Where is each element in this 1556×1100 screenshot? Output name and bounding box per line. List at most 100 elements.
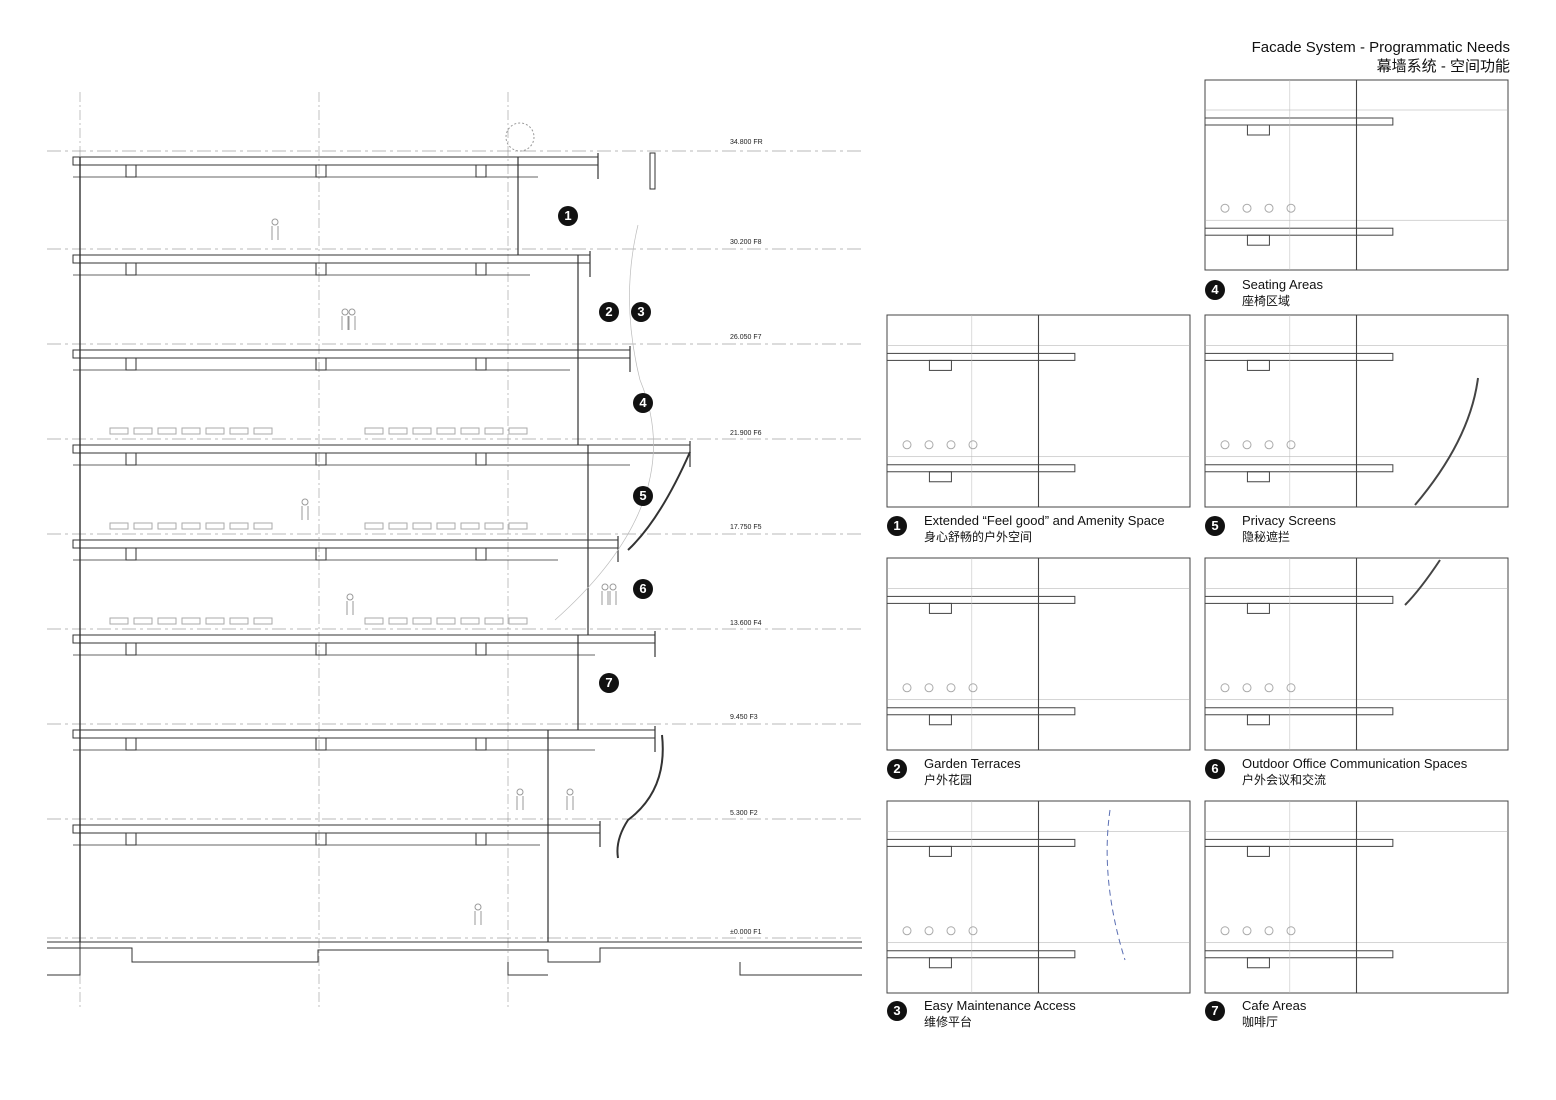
floor-slab: [72, 539, 619, 549]
roof-tree: [505, 122, 535, 152]
detail-chair: [1286, 440, 1296, 450]
detail-chair: [1264, 683, 1274, 693]
desk-chair: [229, 522, 249, 530]
person-figure: [346, 593, 354, 601]
detail-beam: [1246, 124, 1270, 136]
person-figure: [516, 796, 524, 810]
person-figure: [566, 796, 574, 810]
desk-chair: [436, 427, 456, 435]
caption-number: 4: [1205, 280, 1225, 300]
floor-slab: [72, 634, 656, 644]
desk-chair: [364, 522, 384, 530]
beam: [125, 262, 137, 276]
level-label: 21.900 F6: [730, 430, 762, 437]
detail-beam: [928, 359, 952, 371]
detail-slab: [886, 464, 1076, 473]
caption-english: Seating Areas: [1242, 277, 1323, 292]
detail-slab: [1204, 352, 1394, 361]
person-figure: [348, 308, 356, 316]
person-figure: [516, 788, 524, 796]
level-label: ±0.000 F1: [730, 929, 762, 936]
desk-chair: [109, 617, 129, 625]
detail-chair: [924, 926, 934, 936]
desk-chair: [133, 522, 153, 530]
beam: [125, 164, 137, 178]
desk-chair: [229, 427, 249, 435]
beam: [315, 357, 327, 371]
desk-chair: [388, 522, 408, 530]
caption-english: Privacy Screens: [1242, 513, 1336, 528]
caption-number: 3: [887, 1001, 907, 1021]
level-label: 26.050 F7: [730, 334, 762, 341]
detail-slab: [1204, 595, 1394, 604]
section-marker-2: 2: [599, 302, 619, 322]
floor-slab: [72, 156, 599, 166]
detail-chair: [1220, 926, 1230, 936]
section-marker-6: 6: [633, 579, 653, 599]
person-figure: [348, 316, 356, 330]
privacy-screen: [627, 451, 691, 551]
detail-slab: [886, 595, 1076, 604]
beam: [475, 832, 487, 846]
building-section: [47, 92, 862, 1010]
floor-slab: [72, 824, 601, 834]
detail-chair: [1220, 683, 1230, 693]
beam: [315, 737, 327, 751]
desk-chair: [253, 522, 273, 530]
floor-slab: [72, 729, 656, 739]
desk-chair: [133, 427, 153, 435]
person-figure: [301, 506, 309, 520]
detail-chair: [1286, 926, 1296, 936]
ground-slab: [47, 941, 862, 963]
desk-chair: [388, 427, 408, 435]
beam: [475, 642, 487, 656]
desk-chair: [253, 617, 273, 625]
detail-beam: [1246, 234, 1270, 246]
detail-beam: [1246, 714, 1270, 726]
detail-chair: [968, 683, 978, 693]
desk-chair: [364, 617, 384, 625]
detail-slab: [886, 838, 1076, 847]
detail-chair: [1242, 926, 1252, 936]
section-marker-5: 5: [633, 486, 653, 506]
detail-chair: [1286, 683, 1296, 693]
detail-chair: [968, 440, 978, 450]
detail-slab: [1204, 464, 1394, 473]
beam: [475, 452, 487, 466]
foundation: [47, 942, 862, 976]
desk-chair: [157, 427, 177, 435]
curved-screen: [616, 734, 664, 859]
caption-chinese: 隐秘遮拦: [1242, 530, 1291, 544]
caption-english: Easy Maintenance Access: [924, 998, 1076, 1013]
caption-number: 2: [887, 759, 907, 779]
person-figure: [609, 583, 617, 591]
desk-chair: [508, 617, 528, 625]
desk-chair: [412, 522, 432, 530]
title-english: Facade System - Programmatic Needs: [1251, 39, 1510, 56]
level-label: 9.450 F3: [730, 714, 758, 721]
detail-access-path: [1106, 809, 1126, 961]
facade-guide-curve: [554, 224, 654, 621]
desk-chair: [388, 617, 408, 625]
caption-number: 7: [1205, 1001, 1225, 1021]
desk-chair: [460, 522, 480, 530]
section-marker-4: 4: [633, 393, 653, 413]
detail-chair: [946, 440, 956, 450]
detail-beam: [1246, 471, 1270, 483]
desk-chair: [205, 522, 225, 530]
desk-chair: [484, 617, 504, 625]
floor-slab: [72, 349, 631, 359]
beam: [125, 357, 137, 371]
desk-chair: [460, 427, 480, 435]
detail-slab: [1204, 117, 1394, 126]
desk-chair: [181, 427, 201, 435]
sheet-title: Facade System - Programmatic Needs 幕墙系统 …: [1252, 38, 1510, 76]
beam: [315, 547, 327, 561]
person-figure: [474, 911, 482, 925]
title-chinese: 幕墙系统 - 空间功能: [1376, 58, 1510, 75]
desk-chair: [484, 427, 504, 435]
beam: [125, 452, 137, 466]
detail-chair: [946, 683, 956, 693]
detail-chair: [1264, 926, 1274, 936]
detail-beam: [928, 714, 952, 726]
